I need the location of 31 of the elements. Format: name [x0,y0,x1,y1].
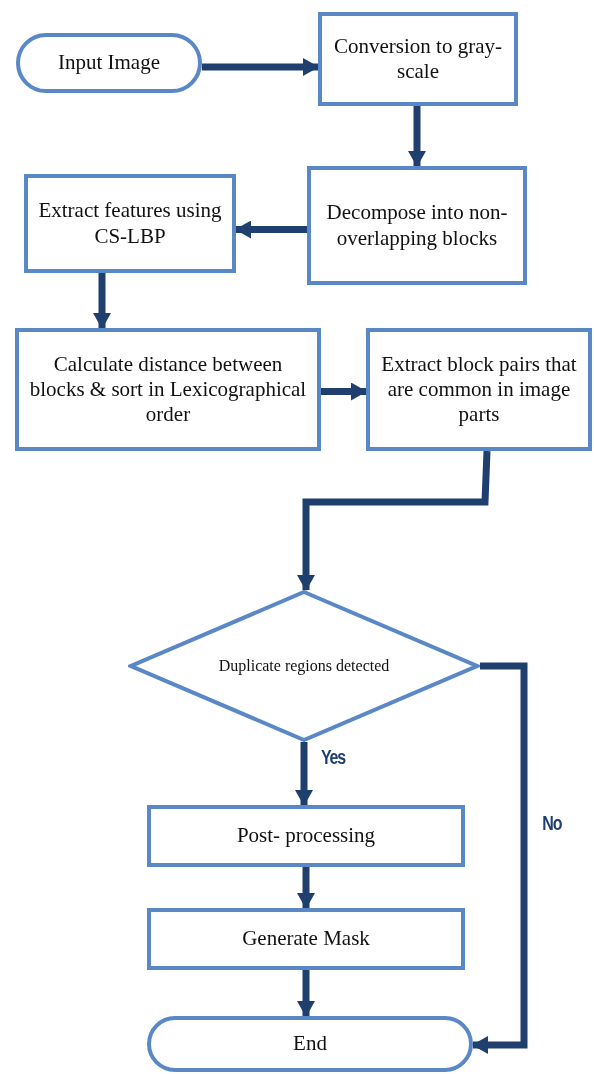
arrow [295,742,313,806]
arrow [297,450,491,591]
step-label: End [292,1031,328,1057]
process-box [307,166,527,285]
edge-label: Yes [321,746,345,769]
arrow [235,220,307,239]
process-box [15,328,321,451]
step-label: Extract block pairs that are common in image parts [380,351,578,428]
step-label: Calculate distance between blocks & sort in Lexicographical order [28,351,308,428]
step-label: Generate Mask [241,926,371,952]
arrow [93,273,111,329]
process-box [24,174,236,273]
arrow [472,662,528,1054]
step-label: Decompose into non-overlapping blocks [325,200,509,251]
process-box [366,328,592,451]
arrow [202,58,319,76]
process-box [147,908,465,970]
step-label: Duplicate regions detected [217,656,391,676]
step-label: Input Image [56,50,161,76]
arrow [408,106,426,167]
arrow [321,382,367,401]
step-label: Post- processing [235,823,377,849]
arrow [297,970,315,1017]
terminal-pill [147,1016,473,1072]
step-label: Conversion to gray-scale [333,33,503,85]
edge-label: No [542,812,562,835]
step-label: Extract features using CS-LBP [37,198,223,249]
terminal-pill [16,33,202,93]
process-box [147,805,465,867]
process-box [318,12,518,106]
arrow [297,867,315,909]
